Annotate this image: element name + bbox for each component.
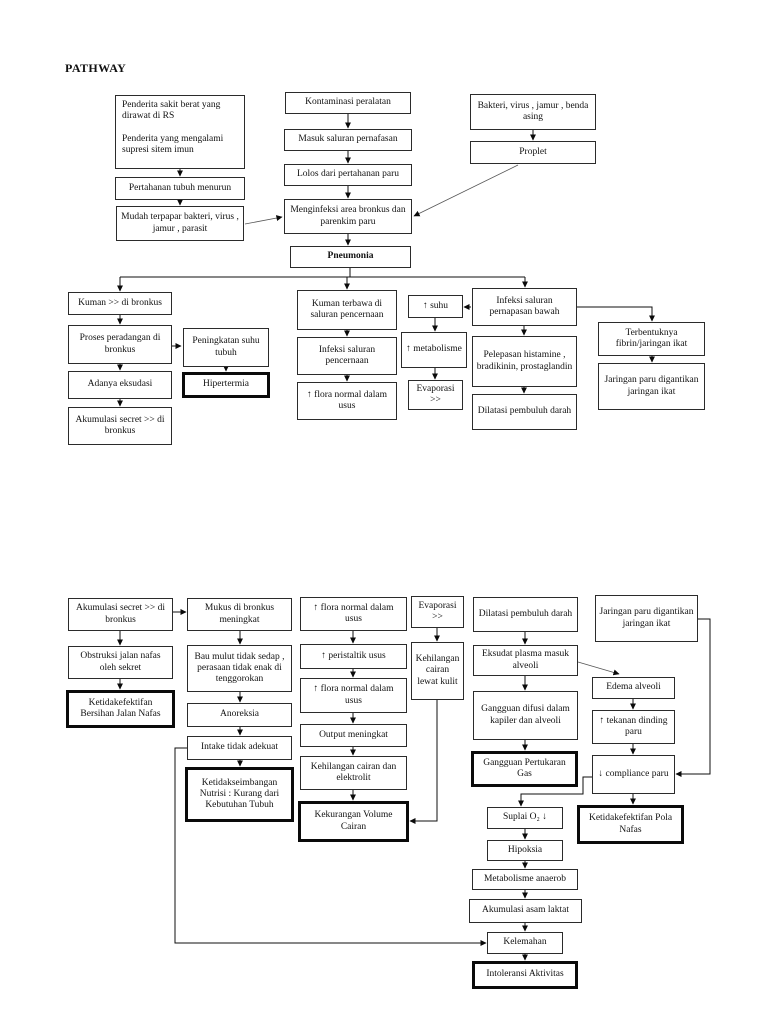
page-title: PATHWAY bbox=[65, 61, 127, 75]
node-terbentuk-fibrin: Terbentuknya fibrin/jaringan ikat bbox=[598, 322, 705, 356]
node-hipoksia: Hipoksia bbox=[487, 840, 563, 861]
node-pneumonia: Pneumonia bbox=[290, 246, 411, 268]
edge-compliance-paru-to-suplai-o2 bbox=[518, 776, 592, 807]
edge-kehilangan-kulit-to-kekurangan-volume bbox=[409, 700, 438, 824]
node-flora-usus-2: ↑ flora normal dalam usus bbox=[300, 678, 407, 713]
node-intoleransi-aktivitas: Intoleransi Aktivitas bbox=[472, 961, 578, 989]
node-suplai-o2: Suplai O₂ ↓ bbox=[487, 807, 563, 829]
node-infeksi-pernapasan-bawah: Infeksi saluran pernapasan bawah bbox=[472, 288, 577, 326]
edge-eksudat-plasma-to-edema-alveoli bbox=[577, 661, 620, 676]
node-intake-adekuat: Intake tidak adekuat bbox=[187, 736, 292, 760]
node-akumulasi-secret-bawah: Akumulasi secret >> di bronkus bbox=[68, 598, 173, 631]
node-tekanan-paru: ↑ tekanan dinding paru bbox=[592, 710, 675, 744]
node-gangguan-difusi: Gangguan difusi dalam kapiler dan alveol… bbox=[473, 691, 578, 740]
node-kekurangan-volume: Kekurangan Volume Cairan bbox=[298, 801, 409, 842]
node-pertahanan-menurun: Pertahanan tubuh menurun bbox=[115, 177, 245, 200]
node-peristaltik-usus: ↑ peristaltik usus bbox=[300, 644, 407, 669]
node-flora-usus-1: ↑ flora normal dalam usus bbox=[300, 597, 407, 631]
node-pola-nafas: Ketidakefektifan Pola Nafas bbox=[577, 805, 684, 844]
node-pelepasan-histamine: Pelepasan histamine , bradikinin, prosta… bbox=[472, 336, 577, 387]
node-obstruksi-nafas: Obstruksi jalan nafas oleh sekret bbox=[68, 646, 173, 679]
node-evaporasi-atas: Evaporasi >> bbox=[408, 380, 463, 410]
node-nutrisi-kurang: Ketidakseimbangan Nutrisi : Kurang dari … bbox=[185, 767, 294, 822]
node-kehilangan-elektrolit: Kehilangan cairan dan elektrolit bbox=[300, 756, 407, 790]
node-kehilangan-kulit: Kehilangan cairan lewat kulit bbox=[411, 642, 464, 700]
node-pertukaran-gas: Gangguan Pertukaran Gas bbox=[471, 751, 578, 787]
node-metabolisme-naik: ↑ metabolisme bbox=[401, 332, 467, 368]
node-jaringan-ikat-bawah: Jaringan paru digantikan jaringan ikat bbox=[595, 595, 698, 642]
node-anoreksia: Anoreksia bbox=[187, 703, 292, 727]
node-masuk-saluran: Masuk saluran pernafasan bbox=[284, 129, 412, 151]
edge-mudah-terpapar-to-menginfeksi-bronkus bbox=[244, 215, 283, 225]
node-menginfeksi-bronkus: Menginfeksi area bronkus dan parenkim pa… bbox=[284, 199, 412, 234]
node-asam-laktat: Akumulasi asam laktat bbox=[469, 899, 582, 923]
node-output-meningkat: Output meningkat bbox=[300, 724, 407, 747]
node-proplet: Proplet bbox=[470, 141, 596, 164]
node-kuman-terbawa: Kuman terbawa di saluran pencernaan bbox=[297, 290, 397, 330]
edge-intake-adekuat-to-kelemahan bbox=[174, 747, 487, 946]
node-suhu-naik: ↑ suhu bbox=[408, 295, 463, 318]
node-infeksi-pencernaan: Infeksi saluran pencernaan bbox=[297, 337, 397, 375]
node-adanya-eksudasi: Adanya eksudasi bbox=[68, 371, 172, 399]
node-bakteri-virus: Bakteri, virus , jamur , benda asing bbox=[470, 94, 596, 130]
node-compliance-paru: ↓ compliance paru bbox=[592, 755, 675, 794]
node-kelemahan: Kelemahan bbox=[487, 932, 563, 954]
node-lolos-pertahanan: Lolos dari pertahanan paru bbox=[284, 164, 412, 186]
edge-proplet-to-menginfeksi-bronkus bbox=[413, 164, 519, 217]
node-eksudat-plasma: Eksudat plasma masuk alveoli bbox=[473, 645, 578, 676]
edge-jaringan-ikat-bawah-to-compliance-paru bbox=[675, 618, 711, 777]
node-peningkatan-suhu: Peningkatan suhu tubuh bbox=[183, 328, 269, 367]
node-metabolisme-anaerob: Metabolisme anaerob bbox=[472, 869, 578, 890]
node-evaporasi-bawah: Evaporasi >> bbox=[411, 596, 464, 628]
node-penderita-rs: Penderita sakit berat yang dirawat di RS… bbox=[115, 95, 245, 169]
node-flora-usus-atas: ↑ flora normal dalam usus bbox=[297, 382, 397, 420]
node-bau-mulut: Bau mulut tidak sedap , perasaan tidak e… bbox=[187, 645, 292, 692]
node-dilatasi-atas: Dilatasi pembuluh darah bbox=[472, 394, 577, 430]
node-edema-alveoli: Edema alveoli bbox=[592, 677, 675, 699]
node-proses-peradangan: Proses peradangan di bronkus bbox=[68, 325, 172, 364]
node-kontaminasi-peralatan: Kontaminasi peralatan bbox=[285, 92, 411, 114]
node-dilatasi-bawah: Dilatasi pembuluh darah bbox=[473, 597, 578, 632]
node-mudah-terpapar: Mudah terpapar bakteri, virus , jamur , … bbox=[116, 206, 244, 241]
node-kuman-bronkus: Kuman >> di bronkus bbox=[68, 292, 172, 315]
edge-infeksi-pernapasan-bawah-to-terbentuk-fibrin bbox=[577, 306, 655, 322]
node-mukus-meningkat: Mukus di bronkus meningkat bbox=[187, 598, 292, 631]
node-akumulasi-secret-atas: Akumulasi secret >> di bronkus bbox=[68, 407, 172, 445]
node-hipertermia: Hipertermia bbox=[182, 372, 270, 398]
node-bersihan-jalan-nafas: Ketidakefektifan Bersihan Jalan Nafas bbox=[66, 690, 175, 728]
node-jaringan-ikat-atas: Jaringan paru digantikan jaringan ikat bbox=[598, 363, 705, 410]
